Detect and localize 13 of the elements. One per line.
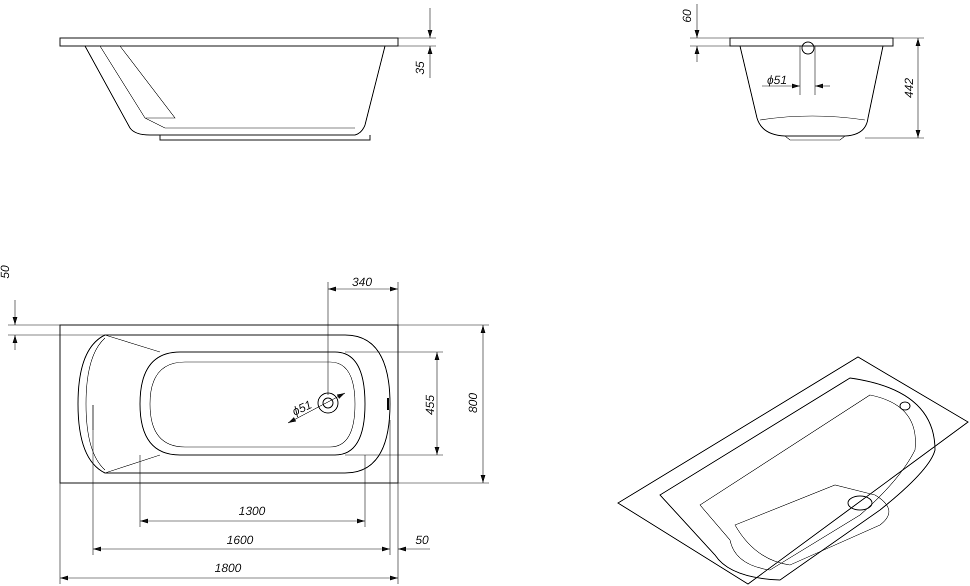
dimension-label: 1300 (238, 505, 266, 517)
dimension-label: ϕ51 (290, 398, 314, 418)
dimension-label: 340 (352, 276, 372, 288)
dimension-label: 50 (0, 265, 11, 279)
dimension-label: 1800 (214, 562, 242, 574)
dimension-label: ϕ51 (766, 74, 788, 86)
dimension-label: 50 (415, 534, 429, 546)
dimension-label: 1600 (226, 534, 254, 546)
dimension-label: 442 (903, 78, 915, 98)
dimension-label: 800 (467, 392, 479, 414)
dimension-label: 35 (414, 61, 426, 75)
dimension-label: 455 (424, 394, 436, 416)
dimension-label: 60 (681, 9, 693, 23)
